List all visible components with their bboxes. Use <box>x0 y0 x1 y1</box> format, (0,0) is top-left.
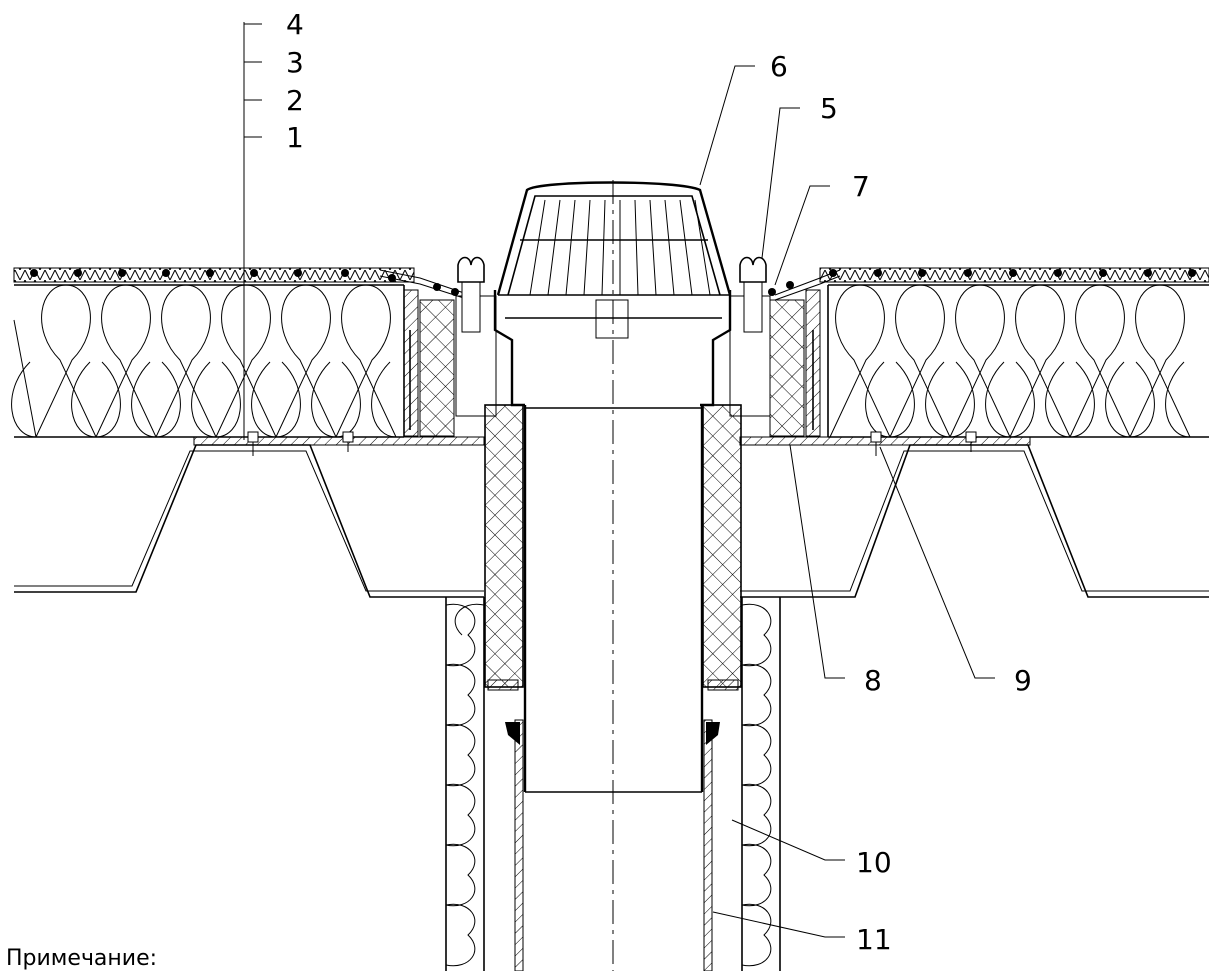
drain-outlet-pipe <box>484 404 742 793</box>
profiled-steel-deck <box>14 444 1209 598</box>
callout-11: 11 <box>856 923 892 956</box>
callout-10: 10 <box>856 846 892 879</box>
downpipe-insulated <box>445 597 781 971</box>
leader-lines <box>243 22 995 938</box>
callout-9: 9 <box>1014 664 1032 697</box>
callout-8: 8 <box>864 664 882 697</box>
roof-insulation-right <box>827 284 1209 438</box>
callout-3: 3 <box>286 46 304 79</box>
deck-fasteners <box>247 431 977 456</box>
base-plate-layer <box>193 436 1031 446</box>
membrane-dots <box>30 269 1196 296</box>
callout-7: 7 <box>852 170 870 203</box>
leaf-guard-dome <box>496 181 732 339</box>
callout-1: 1 <box>286 121 304 154</box>
callout-2: 2 <box>286 84 304 117</box>
note-heading: Примечание: <box>6 946 158 971</box>
callout-4: 4 <box>286 8 304 41</box>
clamping-bolts <box>457 256 767 333</box>
callout-6: 6 <box>770 50 788 83</box>
roof-insulation-left <box>11 284 405 438</box>
callout-5: 5 <box>820 92 838 125</box>
